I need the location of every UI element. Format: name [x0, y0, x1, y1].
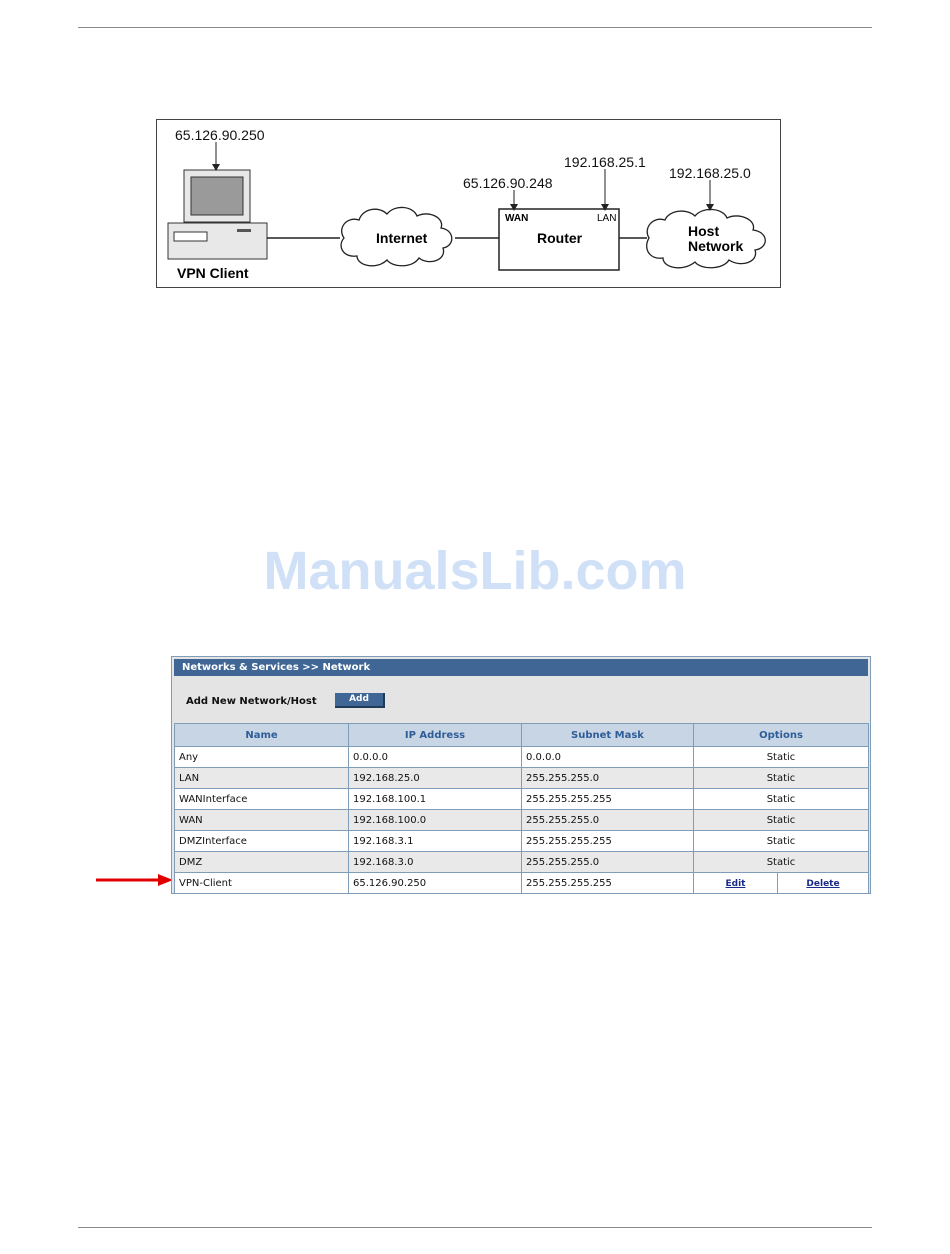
networks-panel: Networks & Services >> Network Add New N…	[171, 656, 871, 894]
edit-cell: Edit	[693, 872, 778, 894]
table-row-vpn-client: VPN-Client 65.126.90.250 255.255.255.255…	[174, 872, 869, 894]
row-name: Any	[174, 746, 349, 768]
table-header-row: Name IP Address Subnet Mask Options	[174, 723, 869, 747]
computer-icon	[167, 169, 268, 260]
watermark: ManualsLib.com	[263, 541, 687, 601]
row-mask: 255.255.255.0	[521, 809, 694, 831]
table-row: WANInterface 192.168.100.1 255.255.255.2…	[174, 788, 869, 810]
panel-breadcrumb: Networks & Services >> Network	[174, 659, 868, 676]
internet-label: Internet	[376, 230, 428, 246]
add-button[interactable]: Add	[335, 693, 385, 708]
row-name: LAN	[174, 767, 349, 789]
row-name: WAN	[174, 809, 349, 831]
top-rule	[78, 27, 872, 28]
lan-port-label: LAN	[597, 213, 617, 224]
row-option: Static	[693, 851, 869, 873]
red-arrow-icon	[96, 874, 173, 886]
row-ip: 192.168.100.1	[348, 788, 522, 810]
row-ip: 192.168.3.1	[348, 830, 522, 852]
row-ip: 65.126.90.250	[348, 872, 522, 894]
delete-cell: Delete	[777, 872, 869, 894]
network-diagram: 65.126.90.250 VPN Client Internet 65.126…	[156, 119, 781, 288]
table-row: DMZ 192.168.3.0 255.255.255.0 Static	[174, 851, 869, 873]
router-box	[498, 208, 620, 271]
host-network-ip-label: 192.168.25.0	[669, 165, 751, 181]
router-label: Router	[537, 230, 583, 246]
row-option: Static	[693, 788, 869, 810]
host-network-label-line1: Host	[688, 223, 720, 239]
host-network-label-line2: Network	[688, 238, 744, 254]
row-mask: 0.0.0.0	[521, 746, 694, 768]
delete-link[interactable]: Delete	[806, 878, 840, 889]
row-option: Static	[693, 830, 869, 852]
add-network-label: Add New Network/Host	[186, 696, 317, 707]
column-header-options: Options	[693, 723, 869, 747]
row-name: VPN-Client	[174, 872, 349, 894]
table-row: LAN 192.168.25.0 255.255.255.0 Static	[174, 767, 869, 789]
row-name: DMZInterface	[174, 830, 349, 852]
row-option: Static	[693, 767, 869, 789]
row-ip: 0.0.0.0	[348, 746, 522, 768]
column-header-name[interactable]: Name	[174, 723, 349, 747]
table-row: DMZInterface 192.168.3.1 255.255.255.255…	[174, 830, 869, 852]
row-mask: 255.255.255.255	[521, 830, 694, 852]
row-option: Static	[693, 746, 869, 768]
bottom-rule	[78, 1227, 872, 1228]
row-name: WANInterface	[174, 788, 349, 810]
row-name: DMZ	[174, 851, 349, 873]
row-mask: 255.255.255.0	[521, 851, 694, 873]
row-mask: 255.255.255.255	[521, 788, 694, 810]
edit-link[interactable]: Edit	[725, 878, 746, 889]
row-mask: 255.255.255.0	[521, 767, 694, 789]
internet-cloud	[340, 206, 453, 267]
client-ip-label: 65.126.90.250	[175, 127, 265, 143]
router-lan-ip-label: 192.168.25.1	[564, 154, 646, 170]
wan-port-label: WAN	[505, 213, 529, 224]
column-header-ip[interactable]: IP Address	[348, 723, 522, 747]
row-ip: 192.168.25.0	[348, 767, 522, 789]
router-wan-ip-label: 65.126.90.248	[463, 175, 553, 191]
row-ip: 192.168.3.0	[348, 851, 522, 873]
table-row: Any 0.0.0.0 0.0.0.0 Static	[174, 746, 869, 768]
vpn-client-label: VPN Client	[177, 265, 249, 281]
table-row: WAN 192.168.100.0 255.255.255.0 Static	[174, 809, 869, 831]
diagram-graphics	[167, 142, 766, 271]
host-network-cloud	[646, 208, 766, 269]
column-header-mask[interactable]: Subnet Mask	[521, 723, 694, 747]
network-table: Name IP Address Subnet Mask Options Any …	[174, 723, 869, 894]
row-option: Static	[693, 809, 869, 831]
row-mask: 255.255.255.255	[521, 872, 694, 894]
row-ip: 192.168.100.0	[348, 809, 522, 831]
